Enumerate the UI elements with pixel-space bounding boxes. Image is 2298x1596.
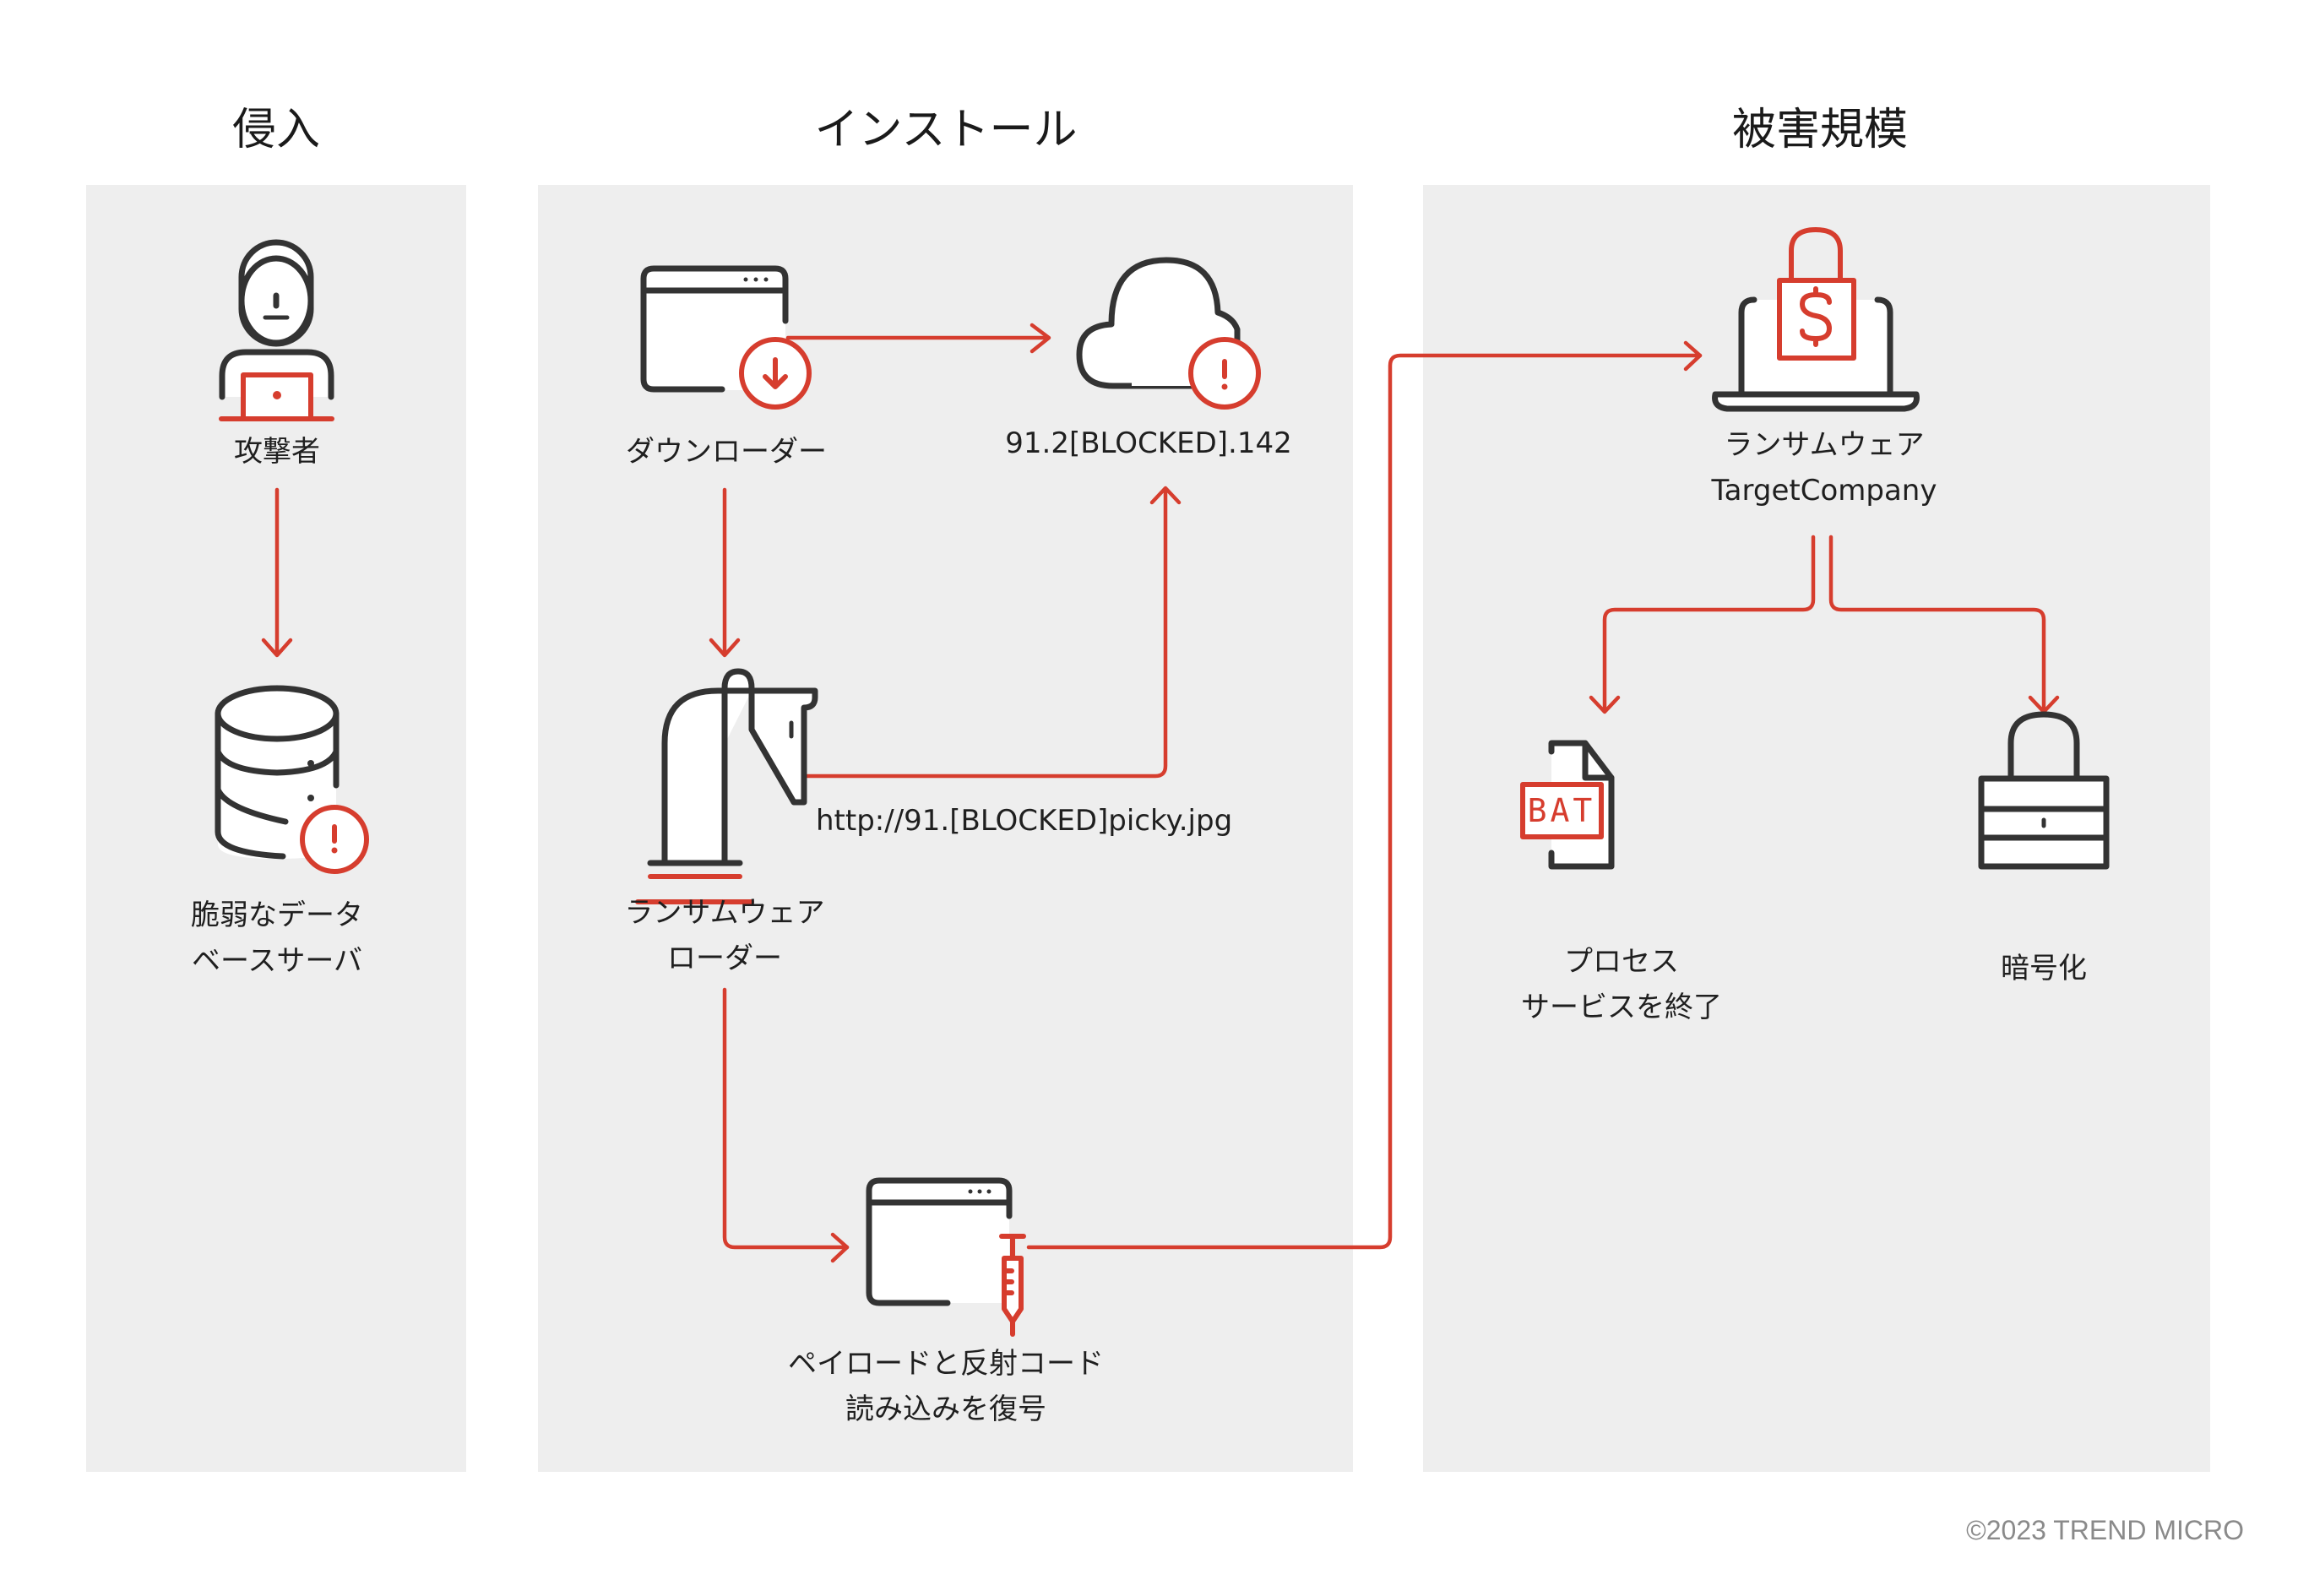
- window-syringe-icon: [866, 1177, 1026, 1337]
- label-line: ローダー: [667, 942, 782, 975]
- label-line: サービスを終了: [1521, 991, 1722, 1024]
- copyright: ©2023 TREND MICRO: [1966, 1515, 2244, 1545]
- edge-ransomware-to-kill-process: [1589, 535, 1816, 714]
- label-downloader: ダウンローダー: [608, 429, 845, 475]
- edge-loader-to-c2: [801, 486, 1182, 779]
- label-line: プロセス: [1564, 945, 1679, 979]
- label-loader: ランサムウェア ローダー: [606, 890, 843, 981]
- label-line: ランサムウェア: [1724, 428, 1925, 462]
- label-kill-process: プロセス サービスを終了: [1495, 939, 1748, 1030]
- label-payload: ペイロードと反射コード 読み込みを復号: [760, 1341, 1132, 1432]
- label-line: ペイロードと反射コード: [788, 1347, 1104, 1381]
- label-line: TargetCompany: [1711, 474, 1937, 508]
- label-line: 暗号化: [2001, 952, 2087, 985]
- edge-downloader-to-c2: [785, 323, 1051, 354]
- edge-downloader-to-loader: [709, 487, 741, 658]
- stage-title-intrusion: 侵入: [231, 105, 320, 155]
- padlock-icon: [1978, 711, 2110, 870]
- edge-loader-to-payload: [722, 987, 850, 1263]
- trojan-horse-icon: [635, 668, 818, 904]
- database-warning-icon: [215, 685, 369, 874]
- label-line: 脆弱なデータ: [191, 898, 363, 932]
- edge-ransomware-to-encrypt: [1828, 535, 2060, 714]
- label-line: ベースサーバ: [192, 944, 362, 978]
- cloud-warning-icon: [1076, 257, 1261, 410]
- window-download-icon: [640, 265, 812, 410]
- label-line: 読み込みを復号: [845, 1392, 1046, 1426]
- label-line: http://91.[BLOCKED]picky.jpg: [816, 804, 1233, 838]
- label-ransomware: ランサムウェア TargetCompany: [1681, 422, 1968, 513]
- label-line: 攻撃者: [234, 435, 320, 469]
- laptop-camera-dot: [273, 391, 281, 399]
- label-c2-server: 91.2[BLOCKED].142: [980, 421, 1317, 466]
- label-line: 91.2[BLOCKED].142: [1005, 426, 1292, 460]
- bat-badge-text: BAT: [1528, 792, 1596, 829]
- laptop-ransom-lock-icon: [1712, 227, 1920, 412]
- edge-attacker-to-db: [261, 487, 293, 658]
- label-line: ランサムウェア: [624, 896, 825, 930]
- label-attacker: 攻撃者: [193, 429, 361, 475]
- label-db-server: 脆弱なデータ ベースサーバ: [150, 893, 404, 984]
- edge-payload-to-ransomware: [1026, 340, 1703, 1250]
- attacker-icon: [219, 239, 334, 421]
- stage-title-impact: 被害規模: [1731, 105, 1908, 155]
- label-encrypt: 暗号化: [1959, 946, 2128, 991]
- stage-title-install: インストール: [814, 105, 1078, 155]
- label-line: ダウンローダー: [626, 435, 827, 469]
- bat-file-icon: BAT: [1520, 740, 1615, 870]
- label-loader-url: http://91.[BLOCKED]picky.jpg: [816, 798, 1272, 844]
